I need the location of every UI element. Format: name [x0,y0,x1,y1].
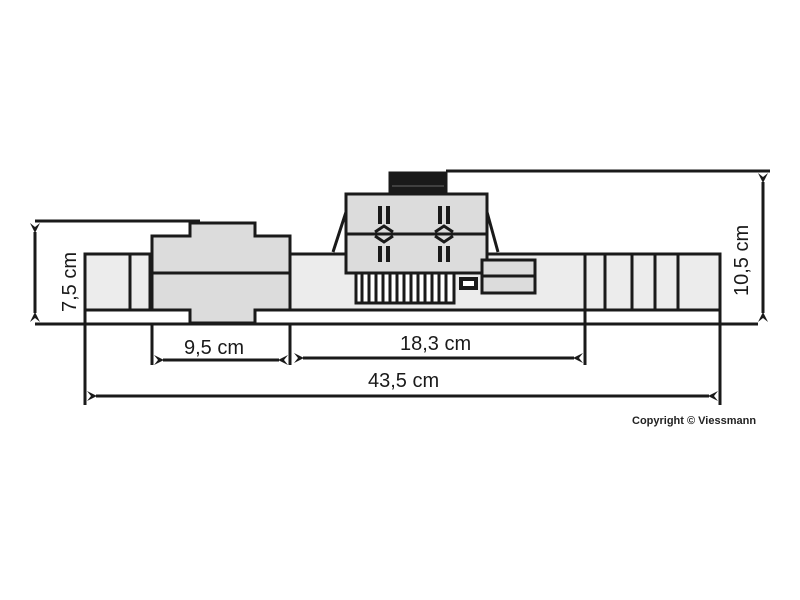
label-building-span: 18,3 cm [400,333,471,355]
label-height-left: 7,5 cm [59,252,81,312]
windows [374,206,454,262]
small-square [459,277,478,290]
copyright: Copyright © Viessmann [632,415,756,427]
label-module-width: 9,5 cm [184,337,244,359]
label-height-right: 10,5 cm [731,225,753,296]
label-total-length: 43,5 cm [368,370,439,392]
right-stripes [583,254,680,310]
roof-block [388,171,448,196]
